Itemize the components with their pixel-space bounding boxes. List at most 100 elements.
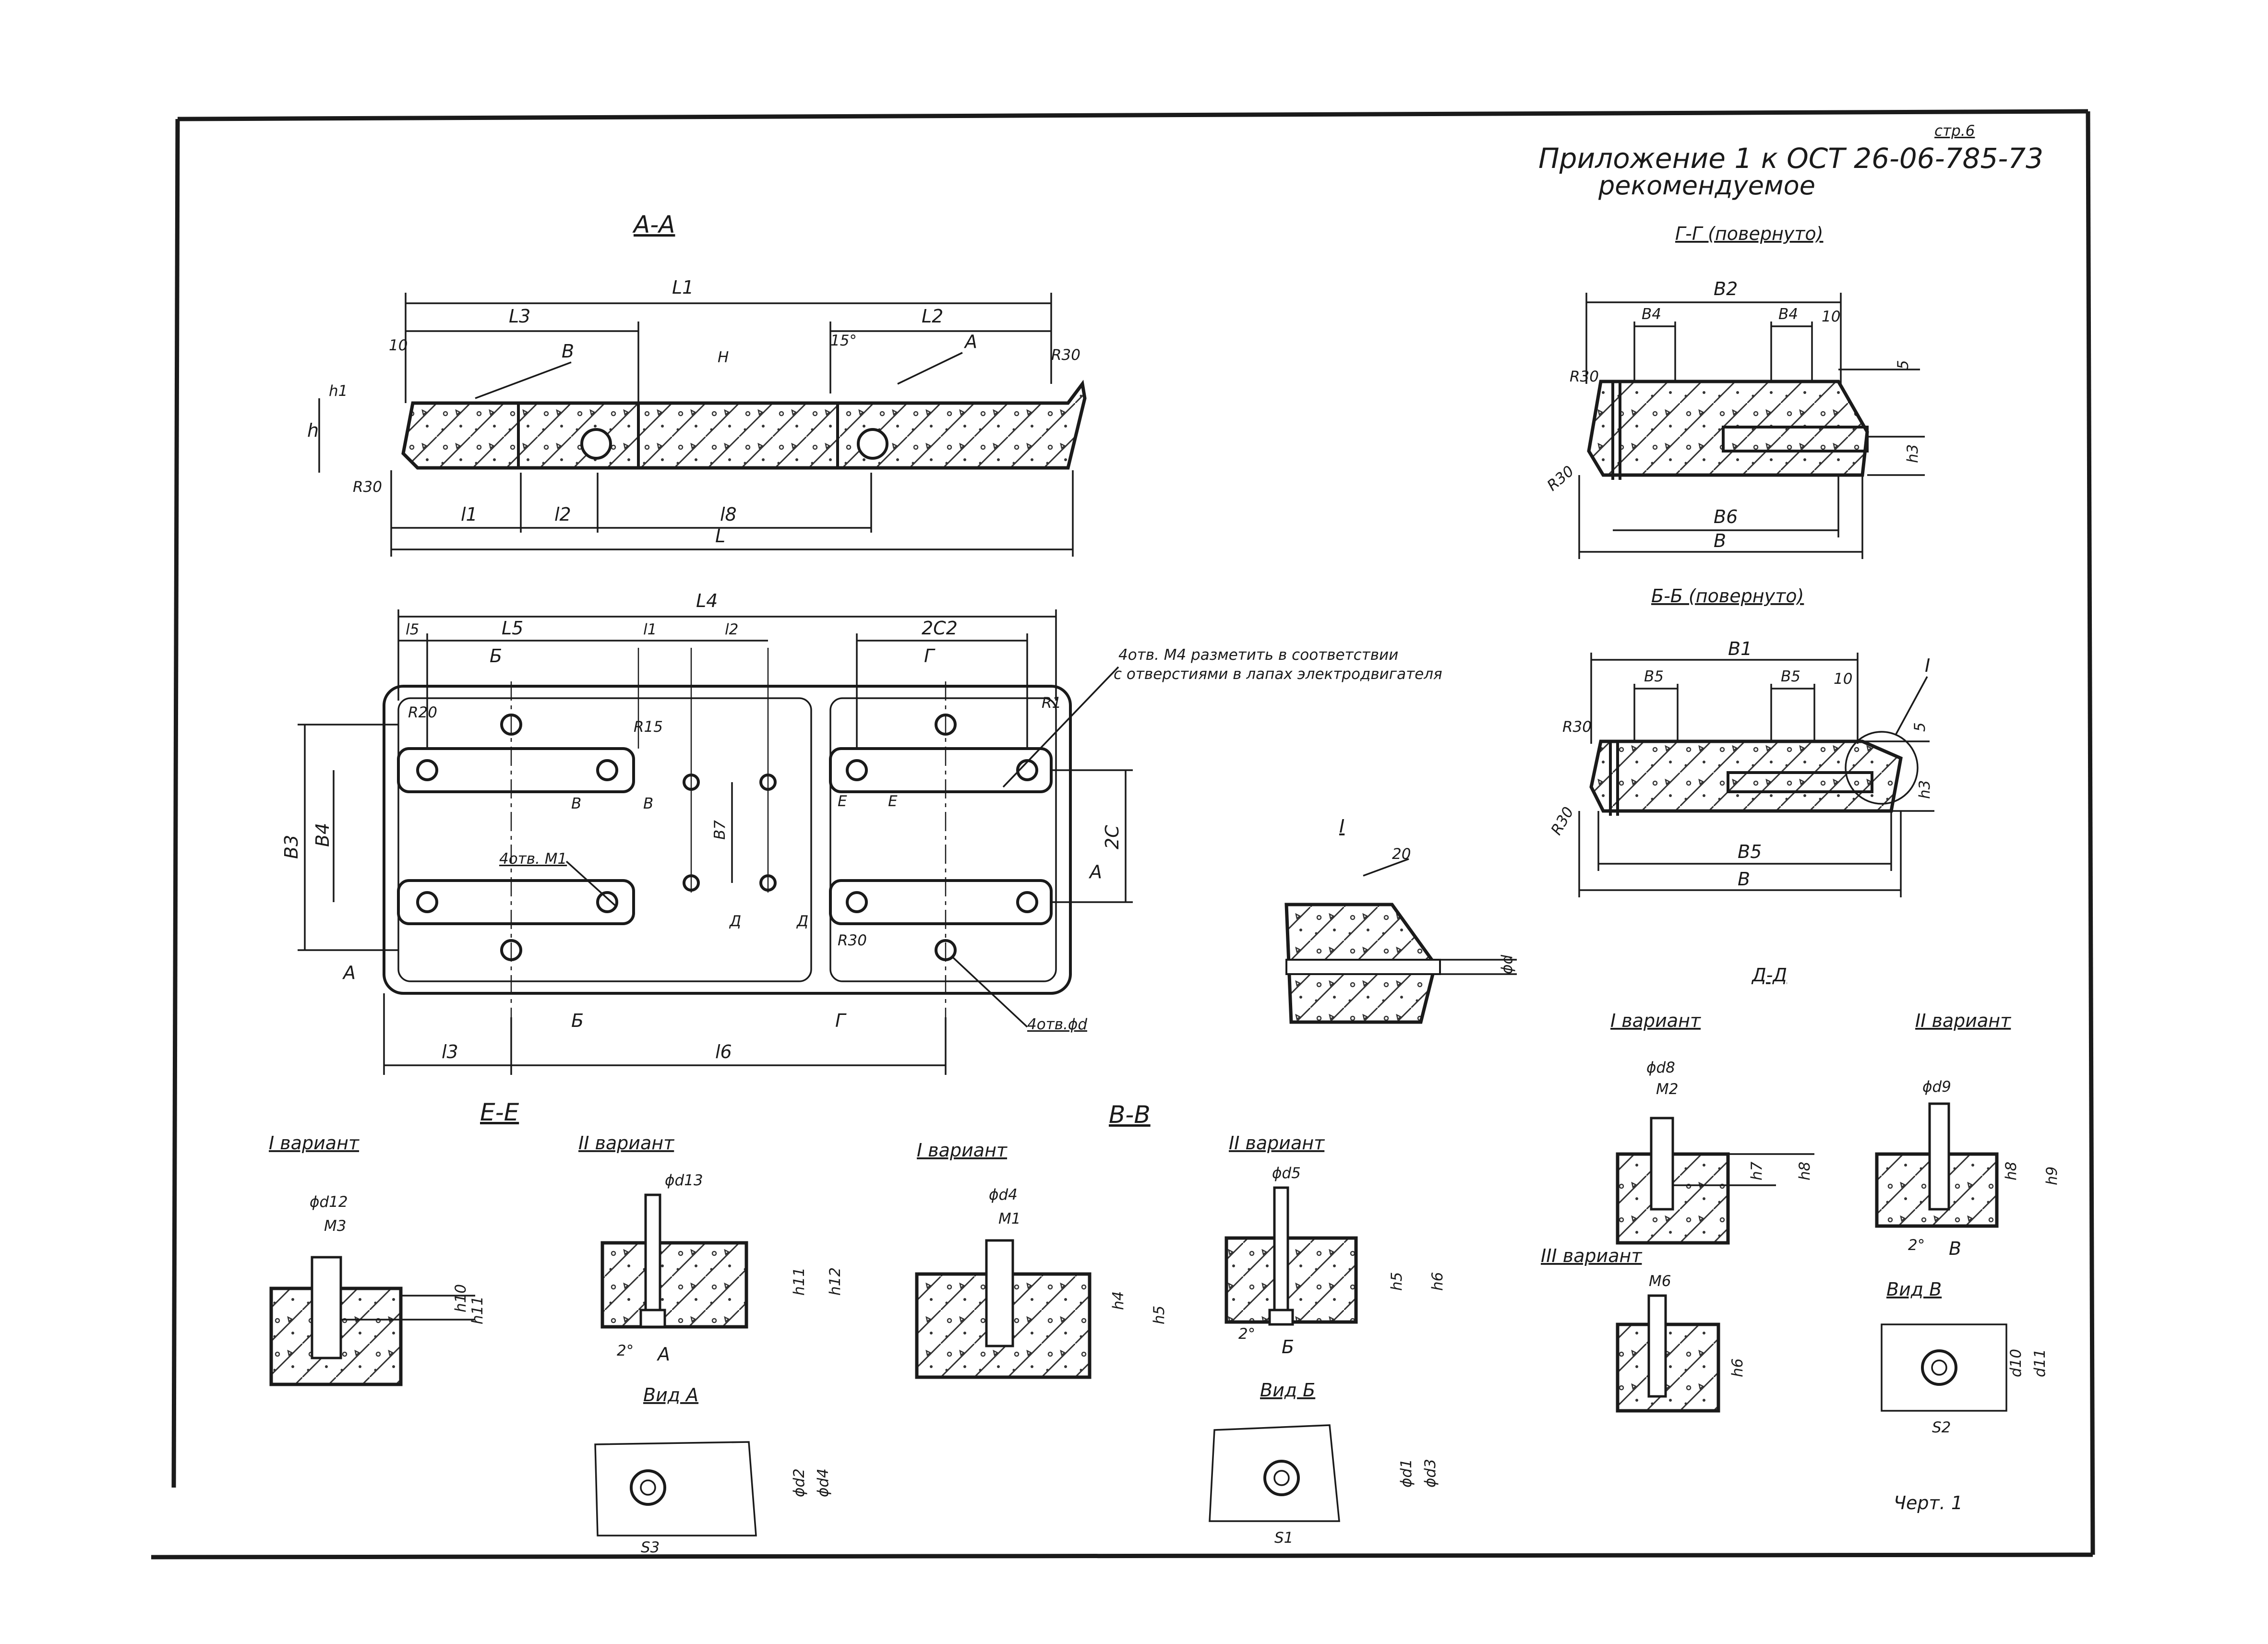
dim-B-gg: B	[1714, 530, 1726, 551]
vv-view-d3: ϕd3	[1422, 1459, 1439, 1488]
dim-5-gg: 5	[1895, 360, 1912, 369]
appendix-status: рекомендуемое	[1598, 170, 1815, 201]
radius-r30-bb-1: R30	[1562, 718, 1592, 736]
dim-h1: h1	[329, 382, 348, 400]
dim-B4-gg-1: B4	[1642, 306, 1661, 323]
dd-v1-label: I вариант	[1610, 1010, 1702, 1031]
radius-r30-bb-2: R30	[1548, 804, 1577, 838]
plan-view: L4 l5 L5 l1 l2 2C2 l3 l6 B3 B4 B7 2C R20…	[281, 590, 1442, 1075]
dim-B1: B1	[1728, 638, 1752, 659]
note-d: 4отв.ϕd	[1027, 1016, 1087, 1033]
dim-L: L	[715, 525, 725, 547]
section-a-a-title: А-А	[632, 211, 675, 238]
dim-l1: l1	[461, 504, 478, 525]
ee-v1-label: I вариант	[269, 1132, 360, 1154]
mark-V: В	[562, 341, 574, 362]
dim-l3: l3	[442, 1041, 458, 1062]
dim-2C2: 2C2	[922, 618, 958, 639]
vv-v1-h4: h4	[1110, 1291, 1127, 1310]
dim-l6: l6	[715, 1041, 732, 1062]
ee-view-d2: ϕd2	[791, 1468, 808, 1497]
ee-v2-d13: ϕd13	[665, 1172, 703, 1189]
section-d-d-title: Д-Д	[1751, 965, 1787, 986]
radius-r30-plan: R30	[838, 932, 867, 949]
dd-view-label: Вид В	[1886, 1279, 1942, 1300]
vv-v1-m1: M1	[998, 1210, 1020, 1227]
section-b-b-title: Б-Б (повернуто)	[1651, 585, 1804, 607]
ee-v2-label: II вариант	[578, 1132, 675, 1154]
detail-I-title: I	[1339, 816, 1344, 837]
cut-mark-d-2: Д	[796, 913, 808, 930]
sheet-frame	[151, 109, 2095, 1560]
cut-mark-a-left: А	[342, 962, 356, 983]
ee-v1-m3: M3	[324, 1217, 346, 1235]
cut-mark-b-bottom: Б	[571, 1010, 584, 1031]
ee-v2-h11: h11	[791, 1267, 808, 1296]
section-d-d: Д-Д I вариант ϕd8 M2 h7 h8 II вариант ϕd…	[1541, 965, 2061, 1436]
ee-view-s3: S3	[641, 1539, 660, 1556]
vv-view-d1: ϕd1	[1398, 1459, 1415, 1488]
dd-v3-h6: h6	[1729, 1358, 1746, 1377]
dim-10: 10	[389, 337, 408, 354]
cut-mark-e-1: Е	[838, 793, 847, 810]
vv-v2-d5: ϕd5	[1272, 1165, 1301, 1182]
section-b-b: Б-Б (повернуто) I B1 B5 B5 10 5 h3 B5 B …	[1548, 585, 1934, 897]
detail-I: I 20 ϕd	[1284, 816, 1517, 1024]
vv-v1-label: I вариант	[917, 1140, 1008, 1161]
appendix-title: Приложение 1 к ОСТ 26-06-785-73	[1538, 142, 2043, 175]
vv-v1-h5: h5	[1151, 1306, 1168, 1324]
mark-A: А	[963, 331, 977, 352]
cut-mark-g-top: Г	[924, 645, 936, 667]
ee-v1-d12: ϕd12	[310, 1193, 348, 1211]
radius-r30-gg-2: R30	[1544, 463, 1577, 495]
cut-mark-v-1: В	[571, 795, 581, 812]
cut-mark-v-2: В	[643, 795, 653, 812]
vv-v2-arrow: Б	[1282, 1336, 1294, 1358]
cut-mark-d-1: Д	[729, 913, 741, 930]
cut-mark-b-top: Б	[490, 645, 502, 667]
dd-v2-h8: h8	[2003, 1162, 2020, 1180]
vv-v2-angle: 2°	[1238, 1325, 1255, 1343]
dim-l2-plan: l2	[725, 621, 738, 638]
figure-label: Черт. 1	[1894, 1492, 1963, 1513]
radius-r30-right: R30	[1051, 346, 1080, 364]
note-m1: 4отв. M1	[499, 850, 567, 868]
dim-L1: L1	[672, 277, 694, 298]
dim-10-gg: 10	[1822, 308, 1840, 325]
dd-v1-m2: M2	[1656, 1081, 1678, 1098]
title-block: стр.6 Приложение 1 к ОСТ 26-06-785-73 ре…	[1538, 122, 2043, 201]
ee-v1-h11: h11	[469, 1296, 486, 1324]
detail-dim-20: 20	[1392, 846, 1411, 863]
detail-ref-I: I	[1925, 655, 1930, 676]
dim-B-bb: B	[1738, 869, 1750, 890]
ee-v2-arrow: А	[656, 1344, 670, 1365]
dd-view-d10: d10	[2007, 1349, 2025, 1377]
dd-v2-d9: ϕd9	[1922, 1078, 1951, 1096]
dim-H: H	[718, 349, 729, 366]
radius-r30-gg-1: R30	[1570, 368, 1599, 385]
dim-B5-bb-2: B5	[1781, 668, 1800, 685]
vv-view-label: Вид Б	[1260, 1380, 1315, 1401]
note-m4-line2: с отверстиями в лапах электродвигателя	[1114, 666, 1442, 683]
radius-r1: R1	[1042, 694, 1061, 712]
dim-l2: l2	[554, 504, 571, 525]
dd-v1-h7: h7	[1748, 1161, 1765, 1180]
dim-l5: l5	[406, 621, 419, 638]
ee-view-d4: ϕd4	[815, 1468, 832, 1497]
vv-v2-label: II вариант	[1229, 1132, 1325, 1154]
dd-v1-d8: ϕd8	[1646, 1059, 1675, 1076]
vv-view-s1: S1	[1274, 1529, 1293, 1547]
page-number: стр.6	[1934, 122, 1975, 140]
dim-B2: B2	[1714, 278, 1738, 299]
dd-v3-label: III вариант	[1541, 1245, 1643, 1266]
radius-r30-left: R30	[353, 478, 382, 496]
dim-h3-bb: h3	[1916, 780, 1933, 799]
vv-v1-d4: ϕd4	[989, 1186, 1018, 1203]
dd-v3-m6: M6	[1649, 1273, 1671, 1290]
dim-l1-plan: l1	[643, 621, 657, 638]
dim-L3: L3	[509, 306, 530, 327]
dim-l8: l8	[720, 504, 737, 525]
dim-L5: L5	[502, 618, 523, 639]
cut-mark-e-2: Е	[888, 793, 898, 810]
